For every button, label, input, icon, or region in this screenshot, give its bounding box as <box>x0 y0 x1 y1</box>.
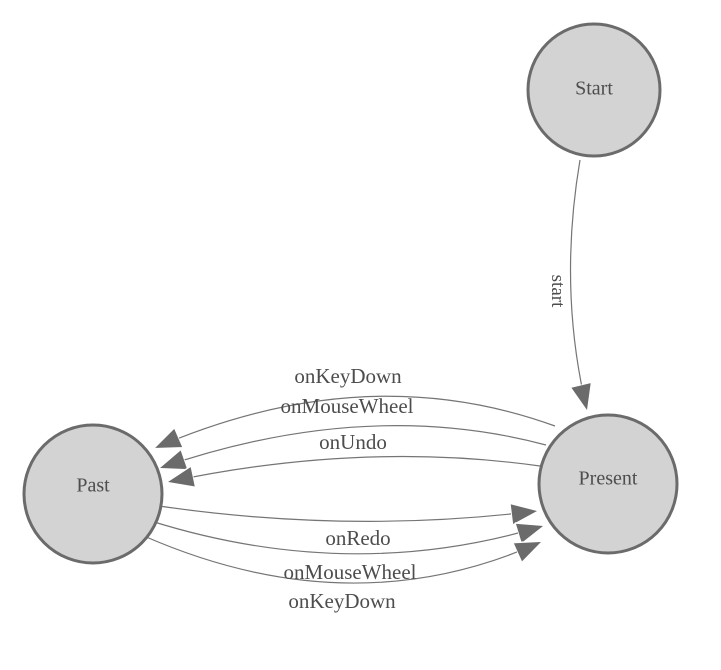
edge-present-to-past-onmousewheel <box>160 425 547 468</box>
node-start[interactable]: Start <box>526 22 662 158</box>
edge-label-onmousewheel-upper: onMouseWheel <box>281 394 414 418</box>
past-state-label: Past <box>76 475 110 497</box>
edge-label-onundo: onUndo <box>319 430 387 454</box>
start-state-circle[interactable] <box>526 22 662 158</box>
edge-label-onmousewheel-lower: onMouseWheel <box>284 560 417 584</box>
edge-past-to-present-onredo <box>158 506 537 521</box>
present-state-label: Present <box>579 468 638 490</box>
edge-past-to-present-onmousewheel <box>150 520 543 555</box>
edge-present-to-past-onundo <box>168 455 541 482</box>
edge-past-to-present-onkeydown <box>143 535 541 584</box>
node-past[interactable]: Past <box>22 423 164 565</box>
node-present[interactable]: Present <box>537 413 679 555</box>
edge-present-to-past-onkeydown <box>155 395 556 448</box>
edge-label-onredo: onRedo <box>325 526 390 550</box>
edge-label-start: start <box>547 275 568 308</box>
edge-label-onkeydown-lower: onKeyDown <box>288 589 396 613</box>
past-state-circle[interactable] <box>22 423 164 565</box>
edge-label-onkeydown-upper: onKeyDown <box>294 364 402 388</box>
edge-start-to-present <box>571 159 587 410</box>
start-state-label: Start <box>575 78 613 100</box>
present-state-circle[interactable] <box>537 413 679 555</box>
